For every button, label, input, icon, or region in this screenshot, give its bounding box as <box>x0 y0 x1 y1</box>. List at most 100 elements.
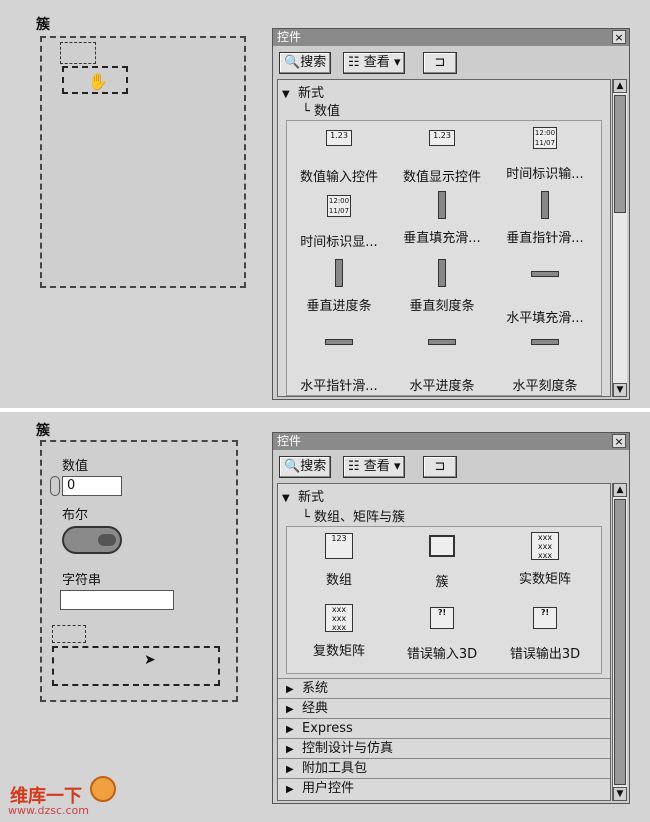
category-row[interactable]: ▶ Express <box>278 718 610 738</box>
palette-item[interactable]: 垂直指针滑... <box>495 191 595 246</box>
category-list: ▶系统 ▶ 经典 ▶ Express ▶控制设计与仿真 ▶ 附加工具包 ▶用户控件 <box>278 678 610 802</box>
tree-modern-label: 新式 <box>298 86 325 101</box>
tree-modern[interactable]: ▼新式 <box>282 486 324 505</box>
category-label: 附加工具包 <box>302 761 368 776</box>
palette-item-label: 垂直填充滑... <box>403 231 481 246</box>
view-icon: ☷ <box>348 459 360 474</box>
view-button[interactable]: ☷ 查看 ▾ <box>343 52 406 74</box>
vertical-pointer-slide-icon <box>530 191 560 221</box>
close-button[interactable]: × <box>612 30 626 44</box>
horizontal-graduated-bar-icon <box>530 339 560 369</box>
scroll-down-icon[interactable]: ▼ <box>613 383 627 397</box>
string-input[interactable] <box>60 590 174 610</box>
mascot-icon <box>90 776 116 802</box>
category-label: 经典 <box>302 701 329 716</box>
numeric-increment-icon[interactable] <box>50 476 60 496</box>
tree-modern[interactable]: ▼新式 <box>282 82 324 101</box>
palette-item[interactable]: 12:00 11/07 时间标识显... <box>289 191 389 250</box>
palette-item-label: 时间标识显... <box>300 235 378 250</box>
numeric-input[interactable]: 0 <box>62 476 122 496</box>
search-button[interactable]: 🔍搜索 <box>279 52 332 74</box>
triangle-right-icon: ▶ <box>286 704 294 715</box>
category-label: 系统 <box>302 681 329 696</box>
pin-button[interactable]: ⊐ <box>423 52 457 74</box>
scroll-up-icon[interactable]: ▲ <box>613 79 627 93</box>
pin-button[interactable]: ⊐ <box>423 456 457 478</box>
search-icon: 🔍 <box>284 55 301 70</box>
palette-item[interactable]: ?! 错误输入3D <box>392 603 492 662</box>
top-cluster-placeholder[interactable] <box>62 66 128 94</box>
palette-item[interactable]: 垂直填充滑... <box>392 191 492 246</box>
scroll-thumb[interactable] <box>614 499 626 785</box>
tree-sub: └ 数值 <box>302 104 340 119</box>
category-row[interactable]: ▶ 附加工具包 <box>278 758 610 778</box>
palette-item[interactable]: ?!错误输出3D <box>495 603 595 662</box>
close-button[interactable]: × <box>612 434 626 448</box>
watermark-site: www.dzsc.com <box>8 804 90 817</box>
palette-item-label: 水平填充滑... <box>506 311 584 326</box>
category-row[interactable]: ▶控制设计与仿真 <box>278 738 610 758</box>
scroll-up-icon[interactable]: ▲ <box>613 483 627 497</box>
palette-item[interactable]: 1.23 数值输入控件 <box>289 123 389 185</box>
category-row[interactable]: ▶用户控件 <box>278 778 610 798</box>
vertical-scrollbar[interactable]: ▲ ▼ <box>612 79 627 397</box>
category-row[interactable]: ▶ 经典 <box>278 698 610 718</box>
top-cluster[interactable] <box>40 36 246 288</box>
triangle-down-icon: ▼ <box>282 493 290 504</box>
palette-item-label: 错误输入3D <box>406 647 478 662</box>
palette-item[interactable]: 水平进度条 <box>392 327 492 394</box>
tree-sub-label: 数值 <box>313 104 340 119</box>
palette-item[interactable]: 垂直进度条 <box>289 259 389 314</box>
numeric-control-icon: 1.23 <box>324 130 354 160</box>
time-stamp-indicator-icon: 12:00 11/07 <box>327 195 351 217</box>
top-cluster-placeholder-label <box>60 42 96 64</box>
vertical-scrollbar[interactable]: ▲ ▼ <box>612 483 627 801</box>
bottom-placeholder[interactable] <box>52 646 220 686</box>
view-button-label: 查看 <box>363 55 390 70</box>
error-in-3d-icon: ?! <box>427 607 457 637</box>
horizontal-fill-slide-icon <box>530 271 560 301</box>
scroll-thumb[interactable] <box>614 95 626 213</box>
view-button[interactable]: ☷ 查看 ▾ <box>343 456 406 478</box>
palette-item-label: 垂直进度条 <box>306 299 372 314</box>
cluster-icon <box>427 535 457 565</box>
palette-item[interactable]: 簇 <box>392 531 492 590</box>
palette-item[interactable]: 水平指针滑... <box>289 327 389 394</box>
search-icon: 🔍 <box>284 459 301 474</box>
palette-item[interactable]: 水平刻度条 <box>495 327 595 394</box>
palette-item[interactable]: 水平填充滑... <box>495 259 595 326</box>
category-label: Express <box>302 721 353 736</box>
horizontal-progress-bar-icon <box>427 339 457 369</box>
error-out-3d-icon: ?! <box>530 607 560 637</box>
category-label: 用户控件 <box>302 781 355 796</box>
palette-title-bar[interactable]: 控件 × <box>273 29 629 46</box>
search-button[interactable]: 🔍搜索 <box>279 456 332 478</box>
bottom-placeholder-label <box>52 625 86 643</box>
triangle-right-icon: ▶ <box>286 724 294 735</box>
watermark-brand: 维库一下 <box>10 786 82 807</box>
palette-title: 控件 <box>277 434 302 448</box>
array-icon: 123 <box>324 533 354 563</box>
watermark-logo: 维库一下 www.dzsc.com <box>6 770 126 818</box>
pin-icon: ⊐ <box>434 459 446 474</box>
boolean-toggle[interactable] <box>62 526 122 554</box>
triangle-right-icon: ▶ <box>286 764 294 775</box>
palette-item-label: 数值输入控件 <box>299 170 378 185</box>
palette-item-label: 水平指针滑... <box>300 379 378 394</box>
vertical-progress-bar-icon <box>324 259 354 289</box>
palette-title-bar[interactable]: 控件 × <box>273 433 629 450</box>
scroll-down-icon[interactable]: ▼ <box>613 787 627 801</box>
toggle-knob <box>98 534 116 546</box>
category-row[interactable]: ▶系统 <box>278 678 610 698</box>
palette-item[interactable]: 垂直刻度条 <box>392 259 492 314</box>
palette-item-label: 时间标识输... <box>506 167 584 182</box>
vertical-graduated-bar-icon <box>427 259 457 289</box>
